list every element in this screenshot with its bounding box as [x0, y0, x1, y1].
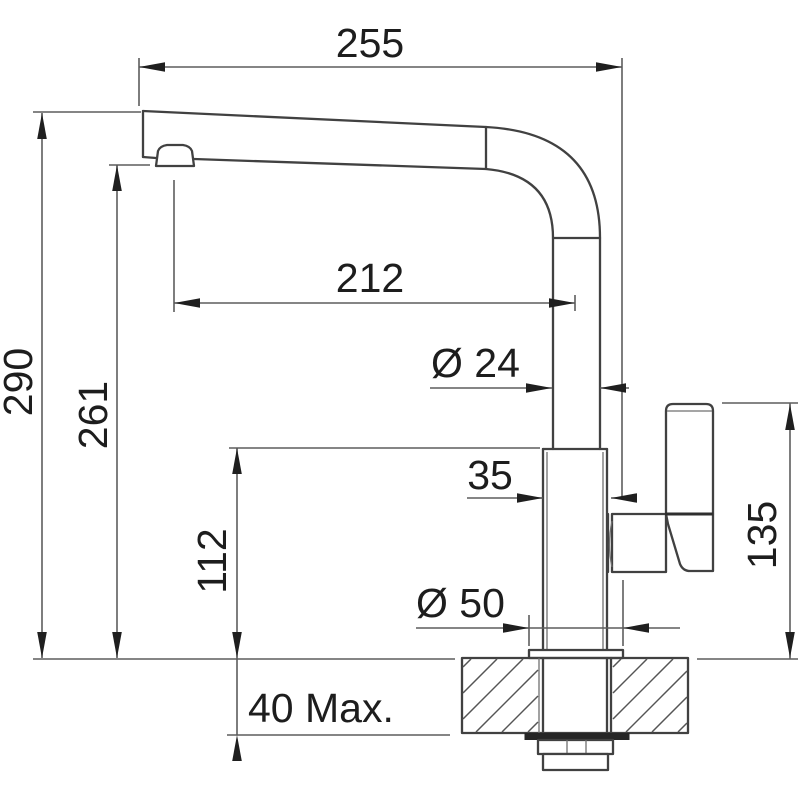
hatch-left: [462, 658, 539, 733]
arrowhead: [232, 632, 242, 658]
arrowhead: [785, 404, 795, 430]
dimension-base-diameter: Ø 50: [416, 580, 680, 646]
dimension-spout-outlet-height: 261: [70, 164, 150, 658]
dim-label-overall-width: 255: [336, 20, 404, 66]
spout-bottom-stub: [141, 155, 158, 160]
dim-label-handle-height: 135: [739, 501, 785, 569]
arrowhead: [112, 165, 122, 191]
arrowhead: [37, 113, 47, 139]
arrowhead: [611, 493, 637, 503]
dimension-handle-height: 135: [697, 402, 798, 660]
dim-label-spout-reach: 212: [336, 255, 404, 301]
arrowhead: [600, 383, 626, 393]
aerator-nozzle: [154, 143, 196, 168]
dimension-body-height: 112: [189, 447, 540, 658]
dim-label-spout-outlet-height: 261: [70, 381, 116, 449]
arrowhead: [232, 735, 242, 761]
countertop-section: [460, 656, 690, 735]
dim-label-overall-height: 290: [0, 348, 41, 416]
handle-assembly: [606, 402, 715, 574]
arrowhead: [517, 493, 543, 503]
dimension-spout-reach: 212: [173, 180, 576, 312]
arrowhead: [549, 298, 575, 308]
mounting-hardware: [524, 733, 630, 772]
dim-label-max-counter-thickness: 40 Max.: [248, 685, 394, 731]
arrowhead: [526, 383, 552, 393]
dimension-max-counter-thickness: 40 Max.: [227, 658, 450, 761]
arrowhead: [37, 632, 47, 658]
dimension-overall-height: 290: [0, 111, 141, 658]
arrowhead: [112, 632, 122, 658]
dim-label-body-width: 35: [467, 452, 513, 498]
arrowhead: [596, 62, 622, 72]
mixer-body: [541, 447, 609, 652]
handle-lever-base: [664, 512, 715, 573]
arrowhead: [785, 632, 795, 658]
arrowhead: [174, 298, 200, 308]
arrowhead: [139, 62, 165, 72]
valve-connector-curve: [608, 520, 613, 568]
arrowhead: [623, 623, 649, 633]
dimension-body-width: 35: [467, 452, 637, 503]
handle-lever: [664, 402, 715, 516]
hatch-right: [612, 658, 688, 733]
arrowhead: [232, 448, 242, 474]
dim-label-body-height: 112: [189, 528, 235, 593]
faucet-outline: [141, 109, 625, 735]
valve-connector: [610, 512, 668, 574]
dim-label-base-diameter: Ø 50: [416, 580, 505, 626]
dim-label-spout-diameter: Ø 24: [431, 340, 520, 386]
fixing-nut: [536, 738, 615, 756]
spout-bottom-and-inner-elbow: [192, 157, 555, 451]
shank-end-block: [541, 752, 610, 772]
arrowhead: [503, 623, 529, 633]
dimension-spout-diameter: Ø 24: [430, 340, 629, 393]
rubber-washer: [524, 733, 630, 740]
base-flange: [527, 648, 625, 660]
spout-top-and-outer-elbow: [141, 109, 602, 451]
dimension-overall-width: 255: [138, 20, 623, 498]
countertop-block: [460, 656, 690, 735]
